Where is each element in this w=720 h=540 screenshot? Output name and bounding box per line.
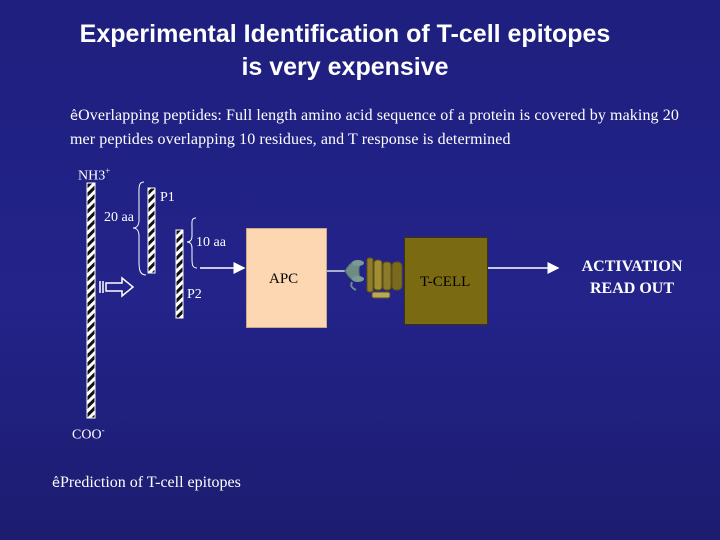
title-line-2: is very expensive (241, 53, 449, 81)
bullet-paragraph: êOverlapping peptides: Full length amino… (70, 104, 700, 151)
nh3-text: NH3 (78, 168, 106, 184)
readout-line-2: READ OUT (589, 280, 674, 297)
apc-label: APC (269, 271, 299, 287)
footer-text: Prediction of T-cell epitopes (60, 474, 241, 491)
activation-readout: ACTIVATION READ OUT (566, 256, 698, 300)
bullet-text: Overlapping peptides: Full length amino … (70, 107, 679, 148)
peptide-p2 (175, 229, 184, 319)
coo-text: COO (72, 427, 102, 443)
p1-label: P1 (160, 190, 175, 205)
len-20aa-label: 20 aa (104, 210, 134, 225)
tcell-box: T-CELL (404, 237, 488, 325)
footer-bullet: êPrediction of T-cell epitopes (52, 474, 241, 492)
readout-line-1: ACTIVATION (581, 258, 683, 275)
mhc-molecule-icon (344, 259, 364, 291)
title-line-1: Experimental Identification of T-cell ep… (79, 20, 611, 48)
arrow-bullet-icon: ê (70, 109, 79, 124)
peptide-p1 (147, 187, 156, 274)
protein-strand (86, 182, 96, 419)
p2-label: P2 (187, 287, 202, 302)
tcell-label: T-CELL (420, 274, 471, 290)
brace-20aa (132, 181, 147, 276)
arrow-bullet-icon: ê (52, 476, 60, 491)
len-10aa-label: 10 aa (196, 235, 226, 250)
apc-box: APC (246, 228, 327, 328)
hollow-arrow (99, 276, 135, 298)
nh3-label: NH3+ (78, 166, 110, 185)
tcr-molecule-icon (366, 257, 403, 299)
coo-charge: - (101, 425, 105, 435)
nh3-charge: + (105, 166, 111, 176)
brace-10aa (186, 217, 198, 269)
slide-title: Experimental Identification of T-cell ep… (0, 18, 690, 84)
coo-label: COO- (72, 425, 105, 444)
